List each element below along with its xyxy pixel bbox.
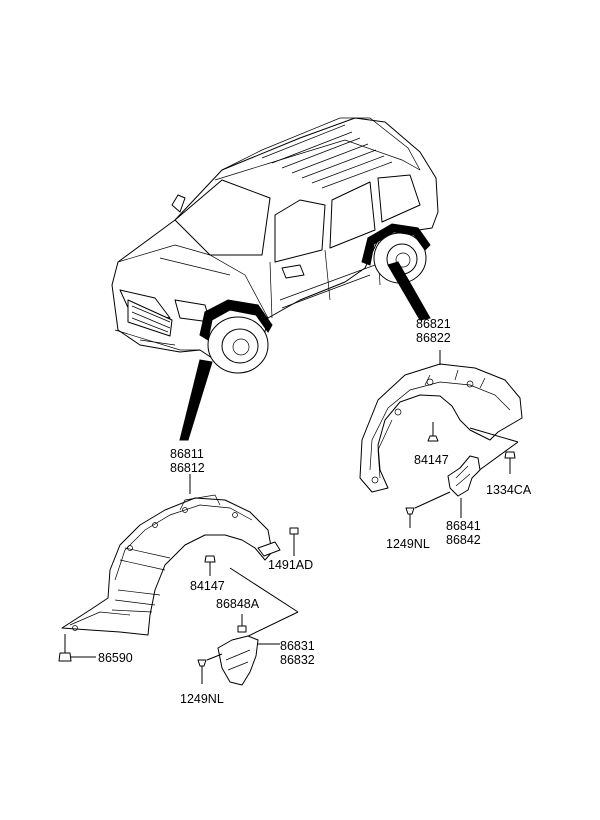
front-wheel-liner-icon	[61, 494, 273, 636]
label-front-fastener: 86590	[98, 651, 133, 665]
front-callout-arrow	[179, 359, 213, 441]
label-front-bracket: 86848A	[216, 597, 260, 611]
label-rear-liner-a: 86821	[416, 317, 451, 331]
clip-icon	[504, 451, 516, 459]
label-front-clip: 1491AD	[268, 558, 313, 572]
label-rear-clip: 1334CA	[486, 483, 532, 497]
label-rear-liner-b: 86822	[416, 331, 451, 345]
nut-icon	[58, 652, 72, 662]
label-rear-mudguard-a: 86841	[446, 519, 481, 533]
suv-vehicle-icon	[111, 117, 439, 374]
label-rear-nut: 84147	[414, 453, 449, 467]
label-front-screw: 1249NL	[180, 692, 224, 706]
rear-callout-arrow	[387, 261, 431, 321]
label-front-mudguard-a: 86831	[280, 639, 315, 653]
nut-icon	[204, 555, 216, 563]
clip-icon	[289, 527, 299, 535]
screw-icon	[405, 507, 415, 515]
mudguard-icon	[217, 635, 259, 686]
mudguard-icon	[447, 455, 481, 497]
label-front-nut: 84147	[190, 579, 225, 593]
screw-icon	[197, 659, 207, 667]
label-front-liner-b: 86812	[170, 461, 205, 475]
nut-icon	[427, 435, 439, 442]
rear-wheel-liner-icon	[359, 363, 523, 493]
label-front-mudguard-b: 86832	[280, 653, 315, 667]
label-front-liner-a: 86811	[170, 447, 204, 461]
label-rear-screw: 1249NL	[386, 537, 430, 551]
label-rear-mudguard-b: 86842	[446, 533, 481, 547]
